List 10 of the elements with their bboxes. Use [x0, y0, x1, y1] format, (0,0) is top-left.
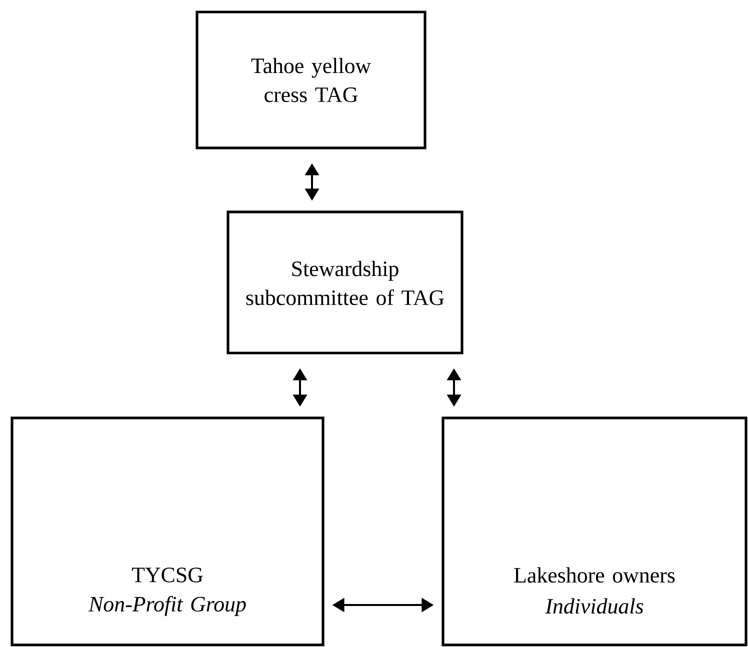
box [442, 416, 748, 646]
box-text: Individuals [545, 598, 644, 614]
box [226, 210, 464, 354]
box-text: TYCSG [132, 568, 203, 582]
box-text: Tahoe yellow cress TAG [251, 58, 372, 102]
box [10, 416, 324, 646]
box-text: Stewardship subcommittee of TAG [246, 260, 444, 306]
box [196, 10, 426, 150]
box-text: Lakeshore owners [514, 567, 675, 583]
box-text: Non-Profit Group [88, 596, 246, 616]
